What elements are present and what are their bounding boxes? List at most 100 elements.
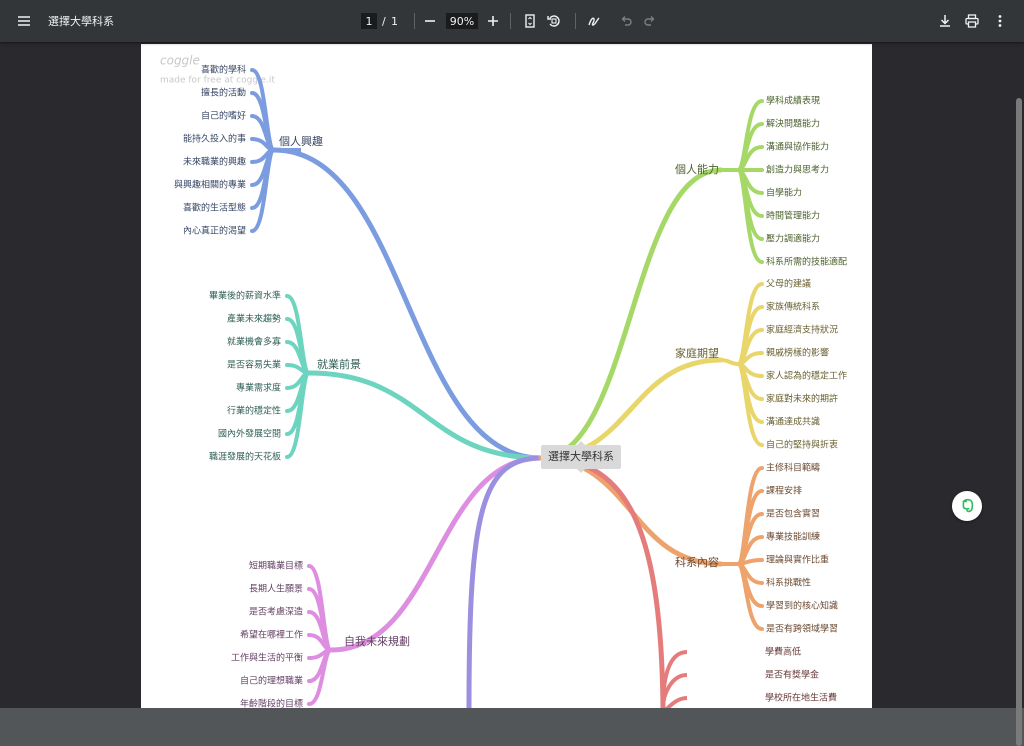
leaf-interest: 能持久投入的事	[183, 133, 246, 145]
leaf-future: 工作與生活的平衡	[231, 652, 303, 664]
pdf-toolbar: 選擇大學科系 1 / 1 90%	[0, 0, 1024, 42]
redo-icon[interactable]	[636, 7, 664, 35]
leaf-content: 理論與實作比重	[766, 554, 829, 566]
leaf-cost: 學費高低	[765, 646, 801, 658]
toolbar-divider	[575, 13, 576, 29]
page-separator: /	[382, 14, 386, 28]
leaf-family: 親戚榜樣的影響	[766, 347, 829, 359]
leaf-career: 畢業後的薪資水準	[209, 290, 281, 302]
evernote-icon[interactable]	[952, 491, 982, 521]
leaf-career: 專業需求度	[236, 382, 281, 394]
leaf-content: 學習到的核心知識	[766, 600, 838, 612]
leaf-family: 家庭經濟支持狀況	[766, 324, 838, 336]
leaf-family: 父母的建議	[766, 278, 811, 290]
leaf-future: 年齡階段的目標	[240, 698, 303, 709]
branch-label-content: 科系內容	[675, 555, 719, 569]
document-title: 選擇大學科系	[48, 15, 114, 28]
leaf-career: 國內外發展空間	[218, 428, 281, 440]
toolbar-divider	[414, 13, 415, 29]
leaf-interest: 喜歡的學科	[201, 64, 246, 76]
download-icon[interactable]	[931, 7, 959, 35]
leaf-family: 家庭對未來的期許	[766, 393, 838, 405]
print-icon[interactable]	[958, 7, 986, 35]
leaf-ability: 時間管理能力	[766, 210, 820, 222]
leaf-ability: 壓力調適能力	[766, 233, 820, 245]
branch-line-family	[538, 357, 724, 461]
vertical-scrollbar[interactable]	[1016, 98, 1022, 746]
leaf-career: 行業的穩定性	[227, 405, 281, 417]
leaf-family: 家人認為的穩定工作	[766, 370, 847, 382]
leaf-future: 自己的理想職業	[240, 675, 303, 687]
branch-line-purple	[466, 455, 542, 708]
leaf-content: 主修科目範疇	[766, 462, 820, 474]
center-node-box	[541, 445, 621, 469]
zoom-out-icon[interactable]	[416, 7, 444, 35]
coggle-watermark-text: made for free at coggle.it	[160, 76, 275, 86]
leaf-family: 自己的堅持與折衷	[766, 439, 838, 451]
mindmap-canvas: coggle made for free at coggle.it喜歡的學科擅長的…	[160, 54, 847, 709]
leaf-ability: 科系所需的技能適配	[766, 256, 847, 268]
branch-line-ability	[538, 167, 724, 461]
leaf-ability: 溝通與協作能力	[766, 141, 829, 153]
leaf-line-interest	[250, 148, 276, 233]
branch-label-future: 自我未來規劃	[344, 634, 410, 648]
leaf-content: 課程安排	[766, 485, 802, 497]
leaf-interest: 未來職業的興趣	[183, 156, 246, 168]
branch-label-family: 家庭期望	[675, 346, 719, 360]
annotate-pen-icon[interactable]	[580, 7, 608, 35]
leaf-line-content	[736, 562, 764, 631]
hamburger-menu-icon[interactable]	[10, 7, 38, 35]
branch-line-future	[328, 455, 544, 653]
more-options-icon[interactable]	[986, 7, 1014, 35]
leaf-line-career	[285, 371, 311, 459]
leaf-future: 希望在哪裡工作	[240, 629, 303, 641]
leaf-ability: 創造力與思考力	[766, 164, 829, 176]
undo-icon[interactable]	[612, 7, 640, 35]
leaf-content: 專業技能訓練	[766, 531, 820, 543]
leaf-content: 是否有跨領域學習	[766, 623, 838, 635]
leaf-interest: 內心真正的渴望	[183, 225, 246, 237]
leaf-content: 是否包含實習	[766, 508, 820, 520]
leaf-family: 家族傳統科系	[766, 301, 820, 313]
leaf-career: 產業未來趨勢	[227, 313, 281, 325]
leaf-line-cost	[661, 673, 688, 708]
center-node-label: 選擇大學科系	[548, 449, 614, 463]
leaf-line-ability	[736, 168, 764, 264]
branch-line-cost	[540, 455, 666, 708]
leaf-interest: 擅長的活動	[201, 87, 246, 99]
leaf-career: 是否容易失業	[227, 359, 281, 371]
leaf-ability: 自學能力	[766, 187, 802, 199]
branch-label-ability: 個人能力	[675, 162, 719, 176]
hub-line-family	[720, 358, 739, 366]
leaf-line-family	[736, 362, 764, 447]
branch-label-career: 就業前景	[317, 357, 361, 371]
branch-label-interest: 個人興趣	[279, 134, 323, 148]
zoom-in-icon[interactable]	[479, 7, 507, 35]
branch-line-interest	[271, 147, 544, 461]
leaf-cost: 學校所在地生活費	[765, 692, 837, 704]
leaf-ability: 學科成績表現	[766, 95, 820, 107]
leaf-future: 是否考慮深造	[249, 606, 303, 618]
leaf-cost: 是否有獎學金	[765, 669, 819, 681]
page-total: 1	[391, 14, 398, 28]
leaf-line-cost	[663, 696, 688, 708]
leaf-career: 職涯發展的天花板	[209, 451, 281, 463]
leaf-career: 就業機會多寡	[227, 336, 281, 348]
toolbar-divider	[510, 13, 511, 29]
leaf-interest: 自己的嗜好	[201, 110, 246, 122]
leaf-line-future	[307, 648, 333, 706]
coggle-logo: coggle	[160, 54, 200, 68]
zoom-level-input[interactable]: 90%	[446, 13, 478, 29]
leaf-interest: 與興趣相關的專業	[174, 179, 246, 191]
leaf-future: 長期人生願景	[249, 583, 303, 595]
leaf-future: 短期職業目標	[249, 560, 303, 572]
page-number-input[interactable]: 1	[361, 13, 377, 29]
leaf-ability: 解決問題能力	[766, 118, 820, 130]
fit-page-icon[interactable]	[516, 7, 544, 35]
leaf-interest: 喜歡的生活型態	[183, 202, 246, 214]
leaf-family: 溝通達成共識	[766, 416, 820, 428]
leaf-content: 科系挑戰性	[766, 577, 811, 589]
rotate-icon[interactable]	[540, 7, 568, 35]
